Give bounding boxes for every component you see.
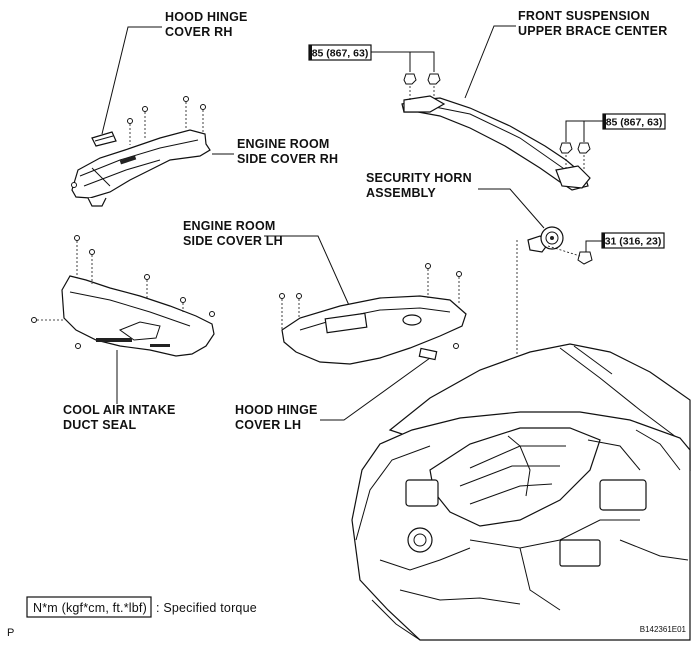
svg-text:: Specified torque: : Specified torque	[156, 601, 257, 615]
svg-text:SIDE COVER LH: SIDE COVER LH	[183, 234, 283, 248]
security-horn-part	[527, 226, 593, 265]
svg-text:FRONT SUSPENSION: FRONT SUSPENSION	[518, 9, 650, 23]
vehicle-engine-bay	[351, 343, 691, 641]
bolts-side-cover-rh	[71, 96, 206, 188]
svg-text:ENGINE ROOM: ENGINE ROOM	[237, 137, 329, 151]
figure-id: B142361E01	[640, 625, 687, 634]
svg-text:85 (867, 63): 85 (867, 63)	[312, 48, 369, 60]
svg-text:31 (316, 23): 31 (316, 23)	[605, 236, 662, 248]
hood-hinge-cover-rh-part	[91, 131, 117, 147]
bolts-front-cover	[31, 235, 215, 349]
label-front-suspension-upper-brace-center: FRONT SUSPENSION UPPER BRACE CENTER	[518, 9, 667, 38]
label-hood-hinge-cover-lh: HOOD HINGE COVER LH	[235, 403, 318, 432]
label-security-horn-assembly: SECURITY HORN ASSEMBLY	[366, 171, 472, 200]
corner-letter: P	[7, 627, 15, 639]
bolts-side-cover-lh	[279, 263, 462, 349]
nuts-brace	[403, 73, 591, 170]
engine-room-side-cover-lh-part	[281, 295, 467, 365]
svg-text:ASSEMBLY: ASSEMBLY	[366, 186, 436, 200]
torque-box-horn: 31 (316, 23)	[601, 232, 665, 249]
svg-text:SECURITY HORN: SECURITY HORN	[366, 171, 472, 185]
svg-text:COVER LH: COVER LH	[235, 418, 301, 432]
svg-text:COOL AIR INTAKE: COOL AIR INTAKE	[63, 403, 176, 417]
svg-text:85 (867, 63): 85 (867, 63)	[606, 117, 663, 129]
front-cover-part	[61, 275, 215, 357]
engine-room-side-cover-rh-part	[71, 129, 211, 207]
svg-text:HOOD HINGE: HOOD HINGE	[235, 403, 318, 417]
svg-text:SIDE COVER RH: SIDE COVER RH	[237, 152, 338, 166]
label-hood-hinge-cover-rh: HOOD HINGE COVER RH	[165, 10, 248, 39]
svg-text:DUCT SEAL: DUCT SEAL	[63, 418, 136, 432]
svg-text:HOOD HINGE: HOOD HINGE	[165, 10, 248, 24]
svg-text:ENGINE ROOM: ENGINE ROOM	[183, 219, 275, 233]
label-engine-room-side-cover-lh: ENGINE ROOM SIDE COVER LH	[183, 219, 283, 248]
torque-box-brace-right: 85 (867, 63)	[602, 113, 666, 130]
label-engine-room-side-cover-rh: ENGINE ROOM SIDE COVER RH	[237, 137, 338, 166]
torque-box-brace-left: 85 (867, 63)	[308, 44, 372, 61]
torque-legend: N*m (kgf*cm, ft.*lbf) : Specified torque	[26, 596, 257, 618]
label-cool-air-intake-duct-seal: COOL AIR INTAKE DUCT SEAL	[63, 403, 176, 432]
front-suspension-brace-part	[401, 95, 591, 191]
svg-text:N*m (kgf*cm, ft.*lbf): N*m (kgf*cm, ft.*lbf)	[33, 601, 147, 615]
svg-text:COVER RH: COVER RH	[165, 25, 233, 39]
svg-text:UPPER BRACE CENTER: UPPER BRACE CENTER	[518, 24, 667, 38]
